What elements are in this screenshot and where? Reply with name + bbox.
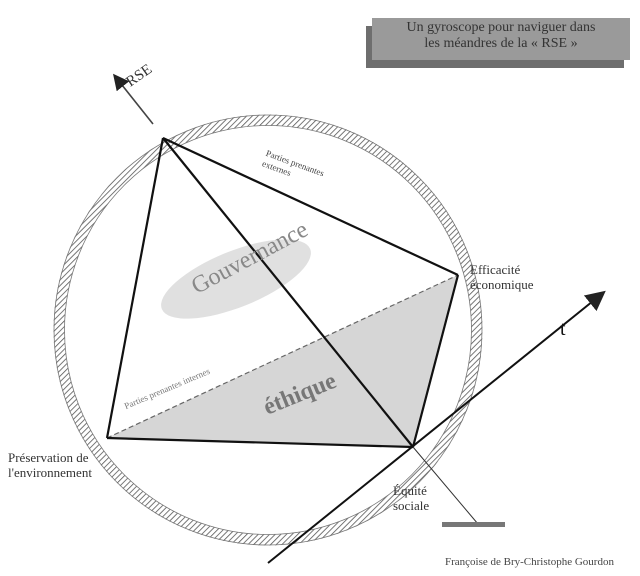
dashed-edge (106, 274, 459, 439)
preservation-line-1: Préservation de (8, 450, 89, 465)
efficacite-line-1: Efficacité (470, 262, 521, 277)
ground-bar (442, 522, 505, 527)
rse-axis-arrow (113, 73, 154, 125)
title-box: Un gyroscope pour naviguer dans les méan… (372, 18, 630, 60)
edge-right-bottom (411, 274, 460, 448)
efficacite-line-2: économique (470, 277, 534, 292)
time-axis-arrow (267, 290, 606, 564)
tetrahedron (105, 137, 460, 449)
efficacite-label: Efficacité économique (470, 262, 534, 292)
edge-top-bottom (162, 137, 414, 448)
pendulum-line (412, 446, 479, 525)
edge-left-bottom (106, 436, 414, 449)
edge-top-right (162, 137, 459, 276)
ethique-face (107, 275, 458, 447)
title-line-1: Un gyroscope pour naviguer dans (406, 20, 596, 35)
edge-top-left (105, 137, 165, 439)
gyroscope-ring (53, 114, 483, 546)
title-line-2: les méandres de la « RSE » (424, 36, 578, 51)
credit: Françoise de Bry-Christophe Gourdon (445, 556, 614, 568)
ring-inner-edge (64, 125, 472, 535)
preservation-label: Préservation de l'environnement (8, 450, 92, 480)
equite-line-1: Équité (393, 483, 427, 498)
preservation-line-2: l'environnement (8, 465, 92, 480)
equite-label: Équité sociale (393, 483, 429, 513)
ring-outer-edge (53, 114, 483, 546)
time-label: t (560, 318, 566, 340)
gouvernance-ellipse (161, 239, 311, 319)
equite-line-2: sociale (393, 498, 430, 513)
